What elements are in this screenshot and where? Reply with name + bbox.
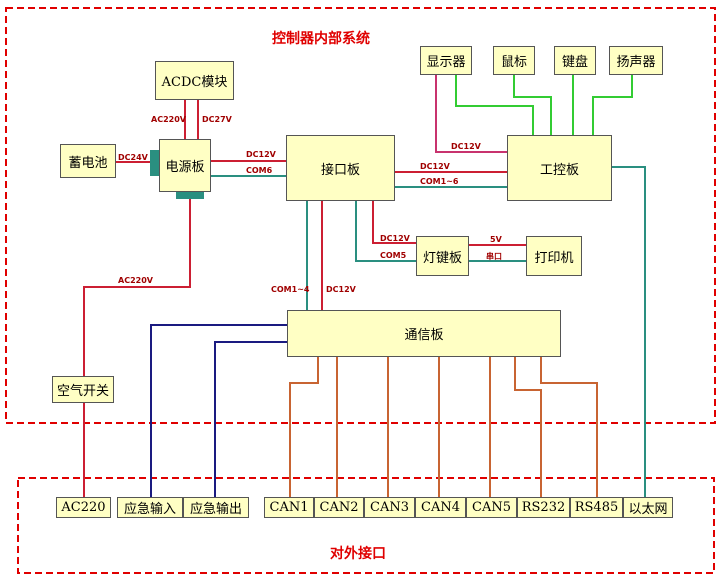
wire-emergency-in <box>150 324 287 497</box>
port-can1: CAN1 <box>264 497 314 518</box>
port-ethernet: 以太网 <box>623 497 673 518</box>
internal-system-border <box>5 7 716 424</box>
port-can5: CAN5 <box>466 497 517 518</box>
wire-rs232 <box>514 357 542 497</box>
wire-ethernet <box>612 166 646 497</box>
label-dc12v-ipc-left: DC12V <box>420 162 451 171</box>
wire-rs485 <box>540 357 598 497</box>
label-com6: COM6 <box>246 166 273 175</box>
wire-can1 <box>289 357 319 497</box>
air-switch-box: 空气开关 <box>52 376 114 403</box>
interface-board-box: 接口板 <box>286 135 395 201</box>
label-ac220v-top: AC220V <box>151 115 187 124</box>
internal-system-title: 控制器内部系统 <box>272 31 370 47</box>
label-dc12v-ipc-top: DC12V <box>451 142 482 151</box>
display-box: 显示器 <box>420 46 472 75</box>
port-emergency-out: 应急输出 <box>183 497 249 518</box>
power-board-box: 电源板 <box>159 139 211 192</box>
wire-dc12v-display <box>435 75 507 153</box>
speaker-box: 扬声器 <box>609 46 663 75</box>
wire-dc12v-light <box>372 201 416 244</box>
label-dc12v-comm: DC12V <box>326 285 357 294</box>
comm-board-box: 通信板 <box>287 310 561 357</box>
ipc-board-box: 工控板 <box>507 135 612 201</box>
label-dc24v: DC24V <box>118 153 149 162</box>
port-ac220: AC220 <box>56 497 111 518</box>
port-can2: CAN2 <box>314 497 364 518</box>
label-com1-6: COM1~6 <box>420 177 459 186</box>
label-5v: 5V <box>490 235 503 244</box>
label-com5: COM5 <box>380 251 407 260</box>
label-dc27v: DC27V <box>202 115 233 124</box>
port-emergency-in: 应急输入 <box>117 497 183 518</box>
battery-box: 蓄电池 <box>60 144 116 178</box>
label-dc12v-power: DC12V <box>246 150 277 159</box>
external-interface-border <box>17 477 715 574</box>
label-com1-4: COM1~4 <box>271 285 310 294</box>
power-connector-bottom <box>176 192 204 199</box>
label-dc12v-light: DC12V <box>380 234 411 243</box>
keyboard-box: 键盘 <box>554 46 596 75</box>
mouse-box: 鼠标 <box>493 46 535 75</box>
wire-emergency-out <box>214 341 287 497</box>
wire-mouse <box>513 75 552 135</box>
label-ac220v-air: AC220V <box>118 276 154 285</box>
light-key-board-box: 灯键板 <box>416 236 469 276</box>
wire-speaker <box>592 75 633 135</box>
wire-com5 <box>355 201 416 262</box>
wire-ac220v-air <box>83 199 191 376</box>
port-rs485: RS485 <box>570 497 623 518</box>
port-can3: CAN3 <box>364 497 415 518</box>
wire-display-data <box>455 75 534 135</box>
acdc-module-box: ACDC模块 <box>155 61 234 100</box>
external-interface-title: 对外接口 <box>330 546 386 562</box>
printer-box: 打印机 <box>526 236 582 276</box>
power-connector-left <box>150 150 159 176</box>
label-serial: 串口 <box>486 251 502 261</box>
port-rs232: RS232 <box>517 497 570 518</box>
port-can4: CAN4 <box>415 497 466 518</box>
